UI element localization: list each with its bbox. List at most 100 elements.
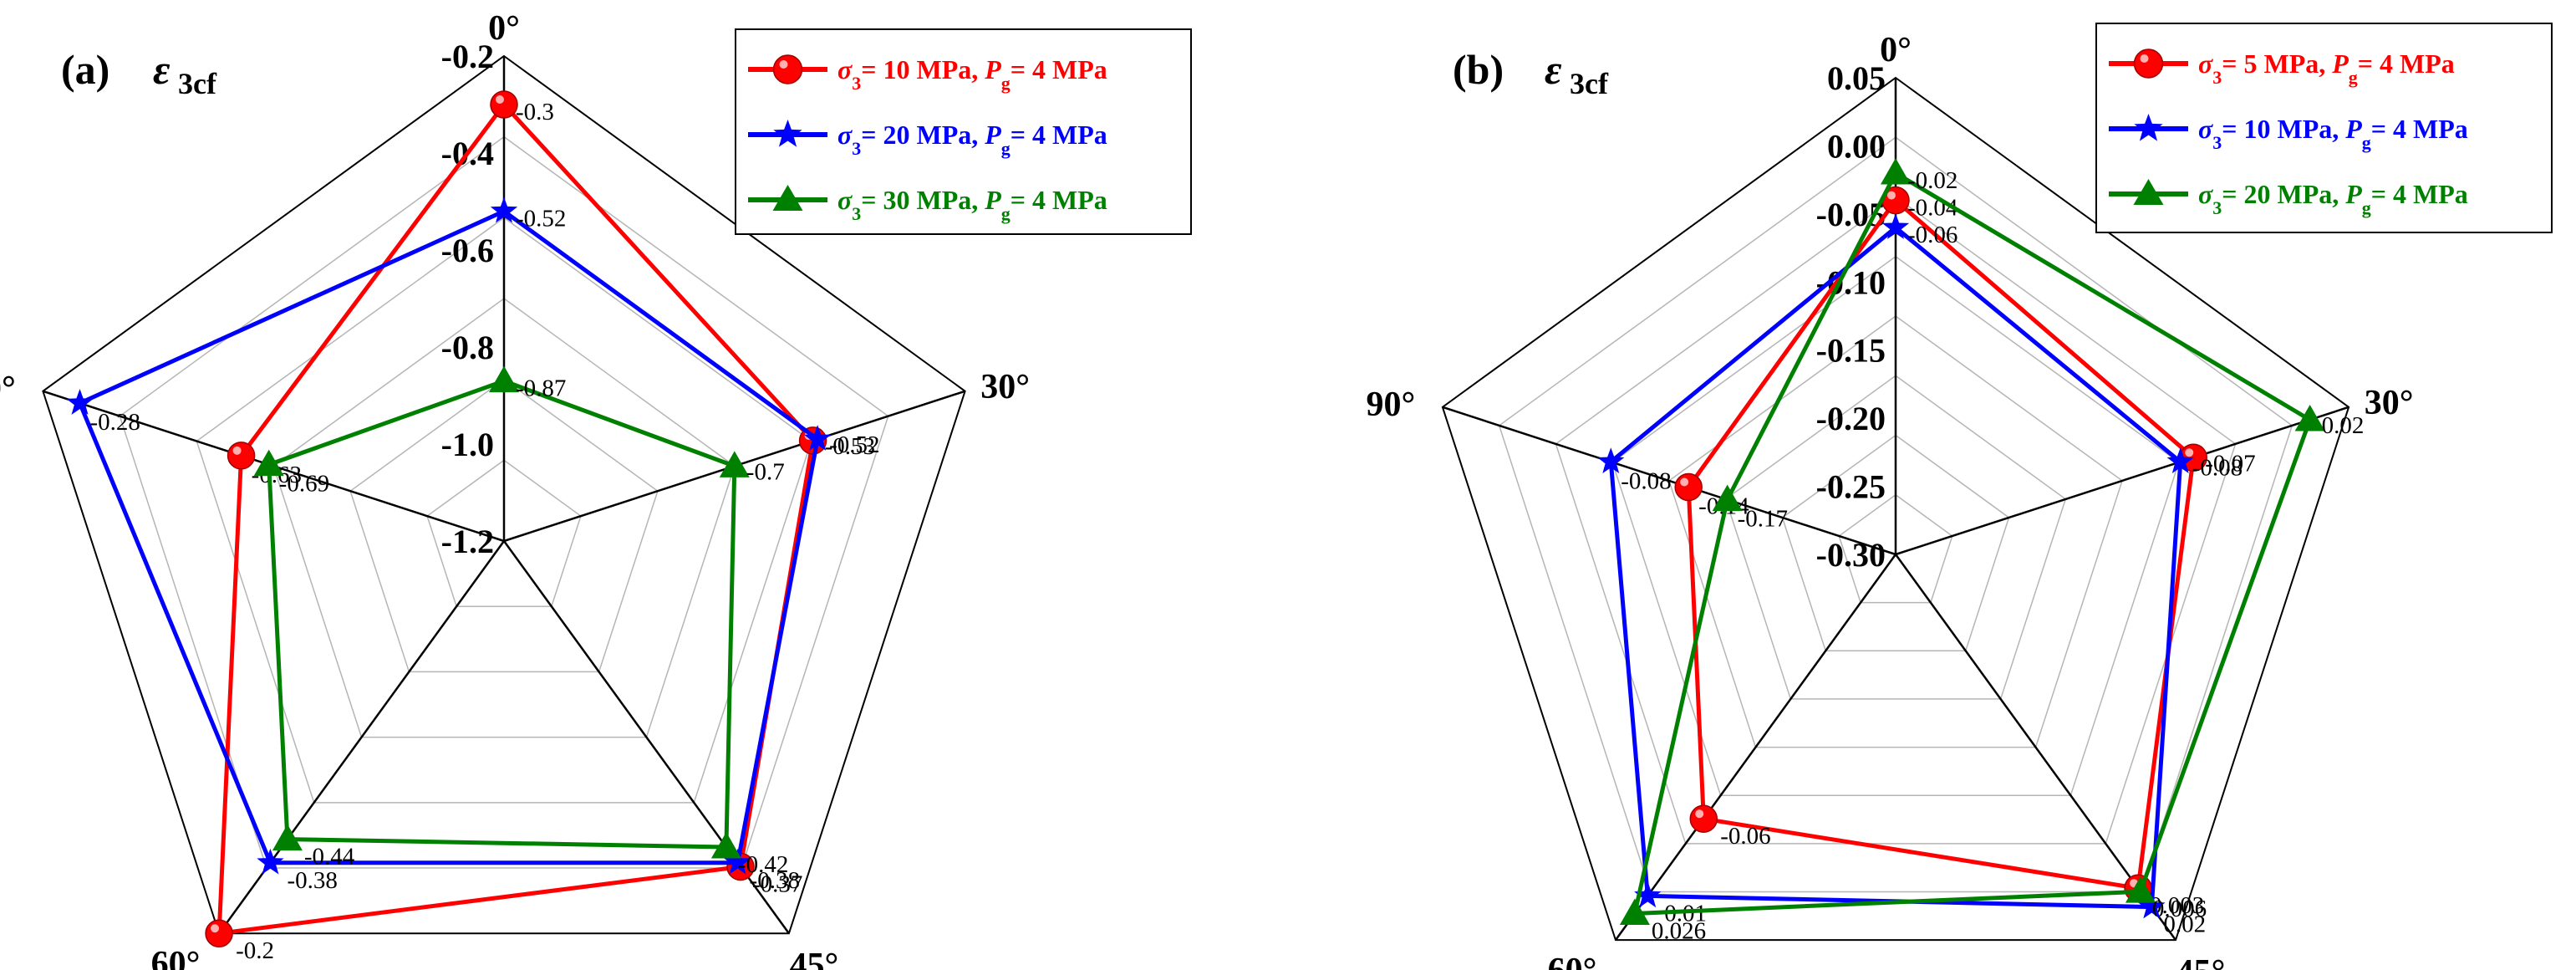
data-point-highlight	[2185, 448, 2194, 457]
tick-label: -0.25	[1816, 468, 1886, 506]
legend-marker	[2133, 48, 2164, 79]
axis-title-subscript: 3cf	[178, 67, 217, 100]
tick-label: -0.20	[1816, 400, 1886, 437]
data-point	[803, 425, 832, 451]
grid	[1441, 76, 2350, 942]
angle-label: 30°	[2365, 384, 2414, 422]
data-label: -0.44	[304, 844, 355, 870]
legend-marker	[2134, 114, 2163, 141]
data-label: -0.42	[738, 851, 788, 878]
panel-label: (b)	[1453, 46, 1504, 93]
radar-panel-b: 0.050.00-0.05-0.10-0.15-0.20-0.25-0.300°…	[1366, 23, 2553, 970]
data-point	[1634, 881, 1662, 908]
angle-label: 90°	[0, 370, 16, 408]
angle-label: 90°	[1366, 385, 1415, 424]
data-point	[2138, 892, 2166, 919]
data-point-highlight	[496, 95, 504, 104]
grid-ring	[1838, 493, 1953, 604]
data-point	[2125, 876, 2156, 903]
tick-label: -0.30	[1816, 536, 1886, 574]
data-point	[1597, 447, 1625, 473]
tick-label: -1.0	[441, 426, 494, 463]
data-label: 0.02	[2322, 412, 2365, 439]
grid-ring	[1555, 196, 2237, 845]
axis-title: ε	[153, 46, 171, 93]
grid-ring	[1781, 434, 2010, 652]
legend-entry: σ3= 10 MPa, Pg= 4 MPa	[837, 54, 1107, 94]
data-label: -0.17	[1738, 506, 1788, 533]
data-point-highlight	[1887, 191, 1896, 200]
data-point	[253, 449, 284, 477]
data-point	[490, 197, 518, 223]
data-point-highlight	[1695, 809, 1704, 819]
axis-spoke	[1895, 406, 2349, 556]
data-point	[257, 848, 284, 875]
legend-marker-highlight	[779, 60, 788, 69]
data-point	[490, 90, 518, 119]
data-label: -0.08	[1621, 467, 1671, 494]
legend-marker-highlight	[2140, 54, 2149, 63]
grid-ring	[349, 378, 659, 673]
data-point	[1619, 898, 1650, 926]
data-label: -0.87	[516, 375, 566, 402]
data-point	[66, 389, 94, 415]
angle-label: 45°	[2176, 953, 2226, 970]
data-label: -0.07	[2205, 450, 2255, 477]
series-1: -0.3-0.53-0.37-0.2-0.63	[205, 90, 875, 964]
data-point	[1881, 213, 1910, 239]
data-label: -0.37	[752, 870, 802, 897]
grid-ring	[426, 459, 582, 607]
legend-entry: σ3= 5 MPa, Pg= 4 MPa	[2198, 48, 2455, 88]
legend: σ3= 5 MPa, Pg= 4 MPa σ3= 10 MPa, Pg= 4 MP…	[2095, 23, 2553, 233]
data-label: -0.7	[746, 458, 785, 485]
legend-entry: σ3= 10 MPa, Pg= 4 MPa	[2198, 114, 2468, 153]
data-label: 0.026	[1652, 918, 1706, 945]
grid-ring	[1668, 315, 2123, 748]
series-line	[216, 102, 816, 936]
legend-entry: σ3= 20 MPa, Pg= 4 MPa	[2198, 179, 2468, 218]
data-label: 0.02	[2163, 911, 2206, 938]
tick-label: -0.8	[441, 329, 494, 366]
data-point	[489, 365, 519, 393]
series-line	[78, 209, 820, 865]
data-label: -0.3	[516, 99, 554, 125]
data-label: -0.69	[279, 471, 329, 498]
data-label: -0.52	[516, 206, 566, 232]
data-label: -0.52	[829, 431, 879, 458]
data-point	[1689, 804, 1718, 833]
legend-marker	[772, 54, 803, 84]
data-point	[2166, 447, 2194, 473]
grid-ring	[119, 135, 889, 869]
data-point	[272, 824, 303, 851]
series-line	[1632, 171, 2313, 916]
data-label: -0.06	[1720, 823, 1770, 850]
series-line	[267, 379, 737, 850]
tick-label: -1.2	[441, 523, 494, 560]
grid-ring	[1611, 255, 2180, 796]
data-label: 0.006	[2152, 896, 2207, 922]
panel-label: (a)	[61, 46, 109, 93]
legend-marker	[772, 185, 803, 211]
axis-title: ε	[1545, 46, 1562, 93]
axis-spoke	[1614, 554, 1897, 941]
angle-label: 30°	[980, 368, 1030, 406]
data-label: -0.28	[90, 409, 140, 436]
axis-spoke	[1442, 406, 1896, 556]
axis-title-subscript: 3cf	[1570, 67, 1609, 100]
tick-label: 0.00	[1827, 127, 1886, 165]
grid-ring	[196, 217, 812, 804]
data-label: -0.53	[825, 433, 875, 460]
series-line	[1686, 198, 2196, 891]
data-point	[724, 848, 751, 875]
data-label: -0.38	[287, 867, 337, 894]
legend-entry: σ3= 30 MPa, Pg= 4 MPa	[837, 185, 1107, 224]
data-point-highlight	[232, 446, 242, 455]
grid-ring	[42, 54, 966, 935]
grid-ring	[1498, 136, 2293, 893]
data-label: -0.08	[2192, 454, 2243, 481]
angle-label: 60°	[151, 945, 201, 970]
data-point	[1881, 158, 1911, 185]
